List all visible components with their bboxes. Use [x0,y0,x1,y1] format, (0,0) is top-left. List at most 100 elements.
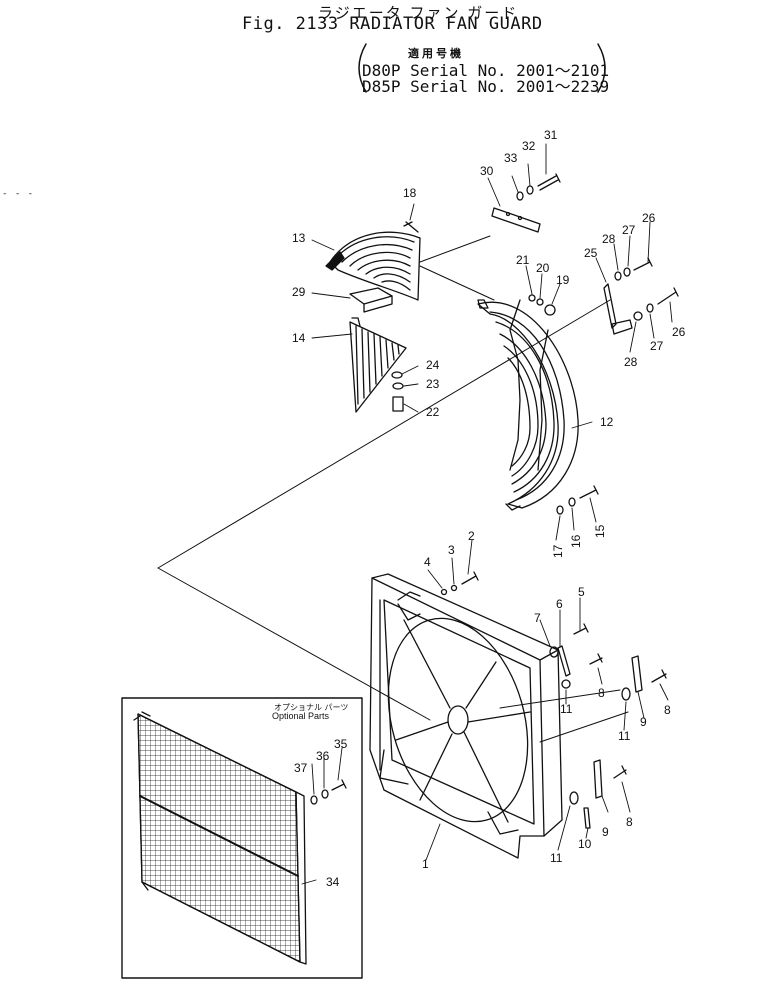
callout-14: 14 [292,331,306,345]
washer-4 [440,588,448,596]
bolt-35 [331,779,347,791]
optional-parts-label-jp: オプショナル パーツ [274,703,349,712]
callout-35: 35 [334,737,348,751]
washer-20 [536,298,544,306]
washer-37 [310,795,318,805]
callout-28-top: 28 [602,232,616,246]
washer-nut-stack-22-24 [391,371,404,412]
plate-6 [557,645,571,677]
callout-2: 2 [468,529,475,543]
callout-37: 37 [294,761,308,775]
link-9-top [631,655,643,693]
washer-33 [516,191,524,201]
callout-leaders [301,143,673,885]
callout-23: 23 [426,377,440,391]
bolt-8-right [651,669,667,683]
callout-25: 25 [584,246,598,260]
callout-19: 19 [556,273,570,287]
callout-36: 36 [316,749,330,763]
callout-27-top: 27 [622,223,636,237]
callout-8-right: 8 [664,703,671,717]
main-fan-guard-12 [477,299,579,511]
optional-parts-label: Optional Parts [272,711,330,721]
figure-title: Fig. 2133 RADIATOR FAN GUARD [242,14,543,34]
link-9-bottom [593,759,603,799]
bolt-26-top [633,257,653,271]
plate-10 [583,807,591,829]
plate-30 [491,207,541,233]
washer-11-mid [561,679,571,689]
callout-21: 21 [516,253,530,267]
callout-12: 12 [600,415,614,429]
callout-9-bottom: 9 [602,825,609,839]
washer-27-side [646,303,654,313]
callout-11-mid: 11 [560,702,573,716]
callout-numbers: 18 33 32 31 30 13 29 14 24 23 22 21 20 1… [292,128,686,889]
washer-3 [450,584,458,592]
callout-27-side: 27 [650,339,664,353]
callout-8-bottom: 8 [626,815,633,829]
callout-5: 5 [578,585,585,599]
callout-1: 1 [422,857,429,871]
washer-27-top [623,267,631,277]
bolt-15 [579,485,599,499]
side-guard-14 [349,317,407,413]
serial-range-d80p: D80P Serial No. 2001～2101 [362,61,610,80]
margin-mark: - - - [2,189,35,199]
bolt-8-bottom [613,765,627,779]
bolt-18 [403,221,419,233]
callout-7: 7 [534,611,541,625]
bolt-2 [461,571,479,585]
washer-28-top [614,271,622,281]
bolt-5 [573,623,589,635]
washer-11-bottom [569,791,579,805]
washer-16 [568,497,576,507]
stay-25 [603,283,633,335]
callout-9-top: 9 [640,715,647,729]
callout-11-bottom: 11 [550,851,563,865]
callout-18: 18 [403,186,417,200]
callout-32: 32 [522,139,536,153]
callout-22: 22 [426,405,440,419]
callout-33: 33 [504,151,518,165]
callout-26-top: 26 [642,211,656,225]
washer-21 [528,294,536,302]
callout-8-mid: 8 [598,686,605,700]
wire-mesh-screen-34 [133,711,307,965]
bolt-31 [537,173,561,191]
callout-29: 29 [292,285,306,299]
washer-17 [556,505,564,515]
callout-30: 30 [480,164,494,178]
callout-15: 15 [593,524,607,538]
alignment-lines [157,235,629,743]
callout-20: 20 [536,261,550,275]
callout-16: 16 [569,534,583,548]
callout-3: 3 [448,543,455,557]
bracket-29 [349,287,393,313]
washer-11-right [621,687,631,701]
bolt-26-side [657,287,679,305]
nut-19 [544,304,556,316]
washer-7 [549,646,559,658]
washer-28-side [633,311,643,321]
callout-6: 6 [556,597,563,611]
fan-shroud-frame-1 [369,573,563,859]
bolt-8-mid [589,653,603,665]
optional-parts-box [121,697,363,979]
callout-28-side: 28 [624,355,638,369]
applicable-models-label: 適用号機 [408,47,464,60]
callout-17: 17 [551,544,565,558]
callout-11-right: 11 [618,729,631,743]
japanese-title: ラジエータ ファン ガード [318,4,519,22]
callout-10: 10 [578,837,592,851]
serial-range-d85p: D85P Serial No. 2001～2239 [362,77,610,96]
callout-4: 4 [424,555,431,569]
upper-fan-guard-13 [325,231,421,301]
washer-36 [321,789,329,799]
callout-13: 13 [292,231,306,245]
callout-26-side: 26 [672,325,686,339]
callout-31: 31 [544,128,558,142]
washer-32 [526,185,534,195]
callout-24: 24 [426,358,440,372]
